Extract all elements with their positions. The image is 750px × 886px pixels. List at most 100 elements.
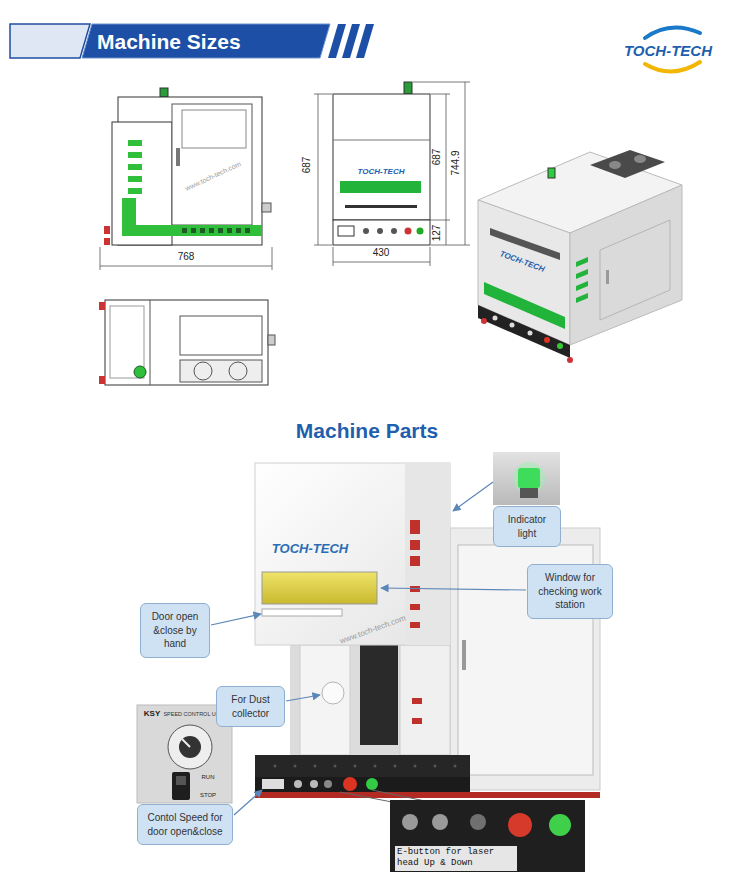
top-view-drawing	[99, 302, 105, 310]
side-view-drawing	[100, 266, 272, 267]
callout-text: Contol Speed for door open&close	[142, 811, 228, 838]
button-panel-inset	[549, 814, 571, 836]
callout-box: Window for checking work station	[527, 564, 613, 619]
top-view-drawing	[105, 300, 268, 385]
machine-photo	[410, 520, 420, 534]
heading-band	[328, 24, 346, 58]
leader-lines	[453, 482, 493, 511]
top-view-drawing	[268, 335, 275, 345]
side-view-drawing	[172, 104, 252, 225]
speed-controller-inset	[168, 725, 212, 769]
dimension-label: 430	[373, 248, 390, 258]
indicator-inset	[493, 452, 560, 505]
side-view-drawing	[104, 238, 110, 245]
button-panel-inset	[340, 792, 392, 802]
switch-label: RUN	[202, 774, 215, 780]
perspective-view-drawing	[609, 161, 621, 169]
controller-brand: KSY	[144, 710, 160, 718]
machine-photo	[255, 792, 600, 798]
side-view-drawing	[200, 228, 205, 233]
perspective-view-drawing	[493, 316, 498, 321]
side-view-drawing	[209, 228, 214, 233]
machine-photo	[274, 765, 277, 768]
perspective-view-drawing	[576, 269, 588, 279]
machine-photo	[412, 718, 422, 724]
front-view-drawing	[391, 228, 397, 234]
side-view-drawing	[128, 152, 142, 158]
machine-photo	[410, 622, 420, 628]
machine-photo	[314, 765, 317, 768]
front-view-drawing	[333, 247, 334, 266]
perspective-view-drawing	[544, 337, 550, 343]
side-view-drawing	[218, 228, 223, 233]
machine-photo	[294, 765, 297, 768]
machine-photo	[434, 765, 437, 768]
machine-photo	[334, 765, 337, 768]
front-view-drawing	[404, 82, 412, 94]
machine-photo	[294, 780, 302, 788]
leader-lines	[211, 482, 526, 815]
side-view-drawing	[182, 228, 250, 233]
callout-box: Door open &close by hand	[140, 603, 210, 658]
perspective-view-drawing	[481, 318, 487, 324]
perspective-view-drawing	[478, 305, 570, 358]
section-heading: Machine Parts	[296, 420, 438, 441]
machine-photo	[360, 645, 398, 745]
button-panel-inset	[508, 813, 532, 837]
heading-band	[10, 24, 374, 58]
perspective-view-drawing	[567, 357, 573, 363]
side-view-drawing	[182, 110, 246, 148]
side-view-drawing	[104, 226, 110, 234]
machine-photo	[255, 755, 470, 777]
callout-text: Window for checking work station	[532, 571, 608, 612]
side-view-drawing	[182, 228, 187, 233]
front-view-drawing	[465, 82, 466, 245]
top-view-drawing	[99, 300, 275, 385]
side-view-drawing	[262, 203, 271, 212]
heading-band	[10, 24, 90, 58]
front-view-drawing	[417, 228, 424, 235]
button-panel-inset	[390, 800, 585, 872]
callout-text: Indicator light	[498, 513, 556, 540]
side-view-drawing	[245, 228, 250, 233]
top-view-drawing	[150, 300, 151, 385]
indicator-inset	[518, 468, 540, 488]
front-view-drawing	[446, 94, 447, 245]
heading-band	[356, 24, 374, 58]
leader-lines	[211, 614, 261, 625]
side-view-drawing	[100, 88, 272, 270]
leader-lines	[234, 790, 262, 815]
brand-mark: TOCH-TECH	[272, 542, 348, 555]
machine-photo	[454, 765, 457, 768]
side-view-drawing	[122, 198, 262, 236]
callout-box: For Dust collector	[216, 686, 285, 727]
machine-photo	[255, 463, 450, 645]
front-view-drawing	[340, 181, 421, 193]
perspective-view-drawing	[576, 293, 588, 303]
perspective-view-drawing	[576, 257, 588, 267]
machine-photo	[255, 463, 600, 798]
perspective-view-drawing	[478, 150, 682, 363]
machine-photo	[394, 765, 397, 768]
front-view-drawing	[318, 94, 319, 245]
top-view-drawing	[180, 316, 262, 355]
callout-text: For Dust collector	[221, 693, 280, 720]
button-panel-inset	[402, 814, 418, 830]
front-view-drawing	[413, 82, 470, 83]
leader-lines	[381, 588, 526, 590]
perspective-view-drawing	[576, 281, 588, 291]
indicator-inset	[520, 488, 538, 498]
dimension-label: 127	[432, 225, 442, 242]
machine-photo	[410, 556, 420, 566]
side-view-drawing	[272, 247, 273, 270]
button-panel-inset	[470, 814, 486, 830]
button-panel-inset	[340, 790, 585, 872]
perspective-view-drawing	[548, 168, 555, 178]
front-view-drawing	[431, 245, 470, 246]
machine-photo	[343, 777, 357, 791]
indicator-inset	[493, 452, 560, 505]
leader-lines	[286, 695, 320, 701]
logo-text: TOCH-TECH	[624, 43, 712, 58]
machine-photo	[410, 604, 420, 610]
